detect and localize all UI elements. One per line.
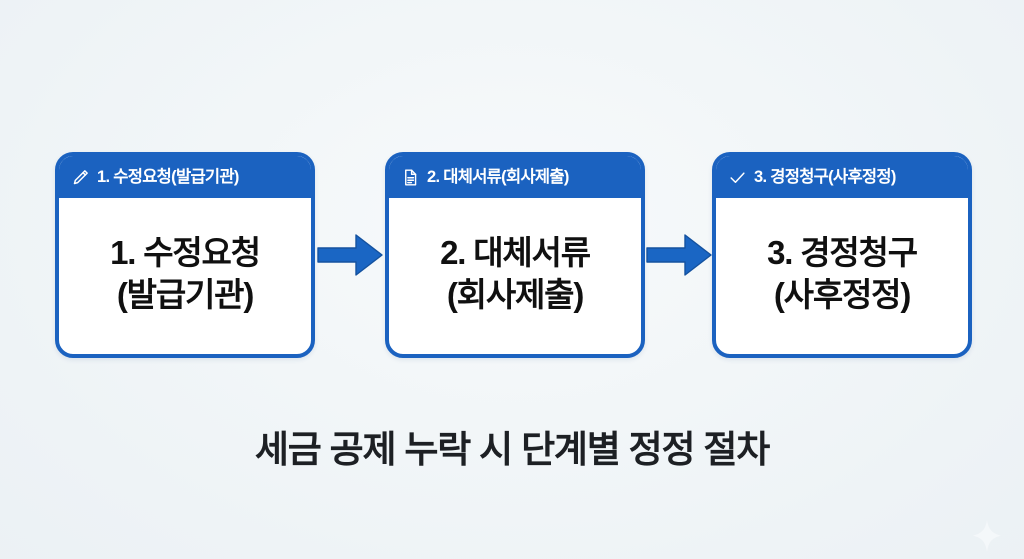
step-2-body: 2. 대체서류 (회사제출) [389,198,641,354]
step-1-header: 1. 수정요청(발급기관) [59,156,311,198]
step-3-body-line-1: 3. 경정청구 [767,233,918,271]
step-1-header-label: 1. 수정요청(발급기관) [97,167,239,186]
document-icon [401,168,420,187]
step-3-body-line-2: (사후정정) [773,276,911,313]
process-flow: 1. 수정요청(발급기관) 1. 수정요청 (발급기관) [0,152,1024,360]
step-2-body-line-1: 2. 대체서류 [440,233,591,271]
check-icon [728,168,747,187]
step-1-body: 1. 수정요청 (발급기관) [59,198,311,354]
step-2-body-line-2: (회사제출) [446,276,584,313]
step-2-header-label: 2. 대체서류(회사제출) [427,167,569,186]
step-1-body-line-1: 1. 수정요청 [110,233,261,271]
arrow-step1-to-step2 [316,221,384,289]
step-box-2[interactable]: 2. 대체서류(회사제출) 2. 대체서류 (회사제출) [385,152,645,358]
step-3-body: 3. 경정청구 (사후정정) [716,198,968,354]
diagram-caption: 세금 공제 누락 시 단계별 정정 절차 [254,429,770,470]
step-box-1[interactable]: 1. 수정요청(발급기관) 1. 수정요청 (발급기관) [55,152,315,358]
step-3-header-label: 3. 경정청구(사후정정) [754,167,896,186]
step-1-body-line-2: (발급기관) [116,276,254,313]
pencil-icon [71,168,90,187]
step-2-header: 2. 대체서류(회사제출) [389,156,641,198]
step-box-3[interactable]: 3. 경정청구(사후정정) 3. 경정청구 (사후정정) [712,152,972,358]
arrow-step2-to-step3 [645,221,713,289]
step-3-header: 3. 경정청구(사후정정) [716,156,968,198]
sparkle-icon [972,519,1002,553]
